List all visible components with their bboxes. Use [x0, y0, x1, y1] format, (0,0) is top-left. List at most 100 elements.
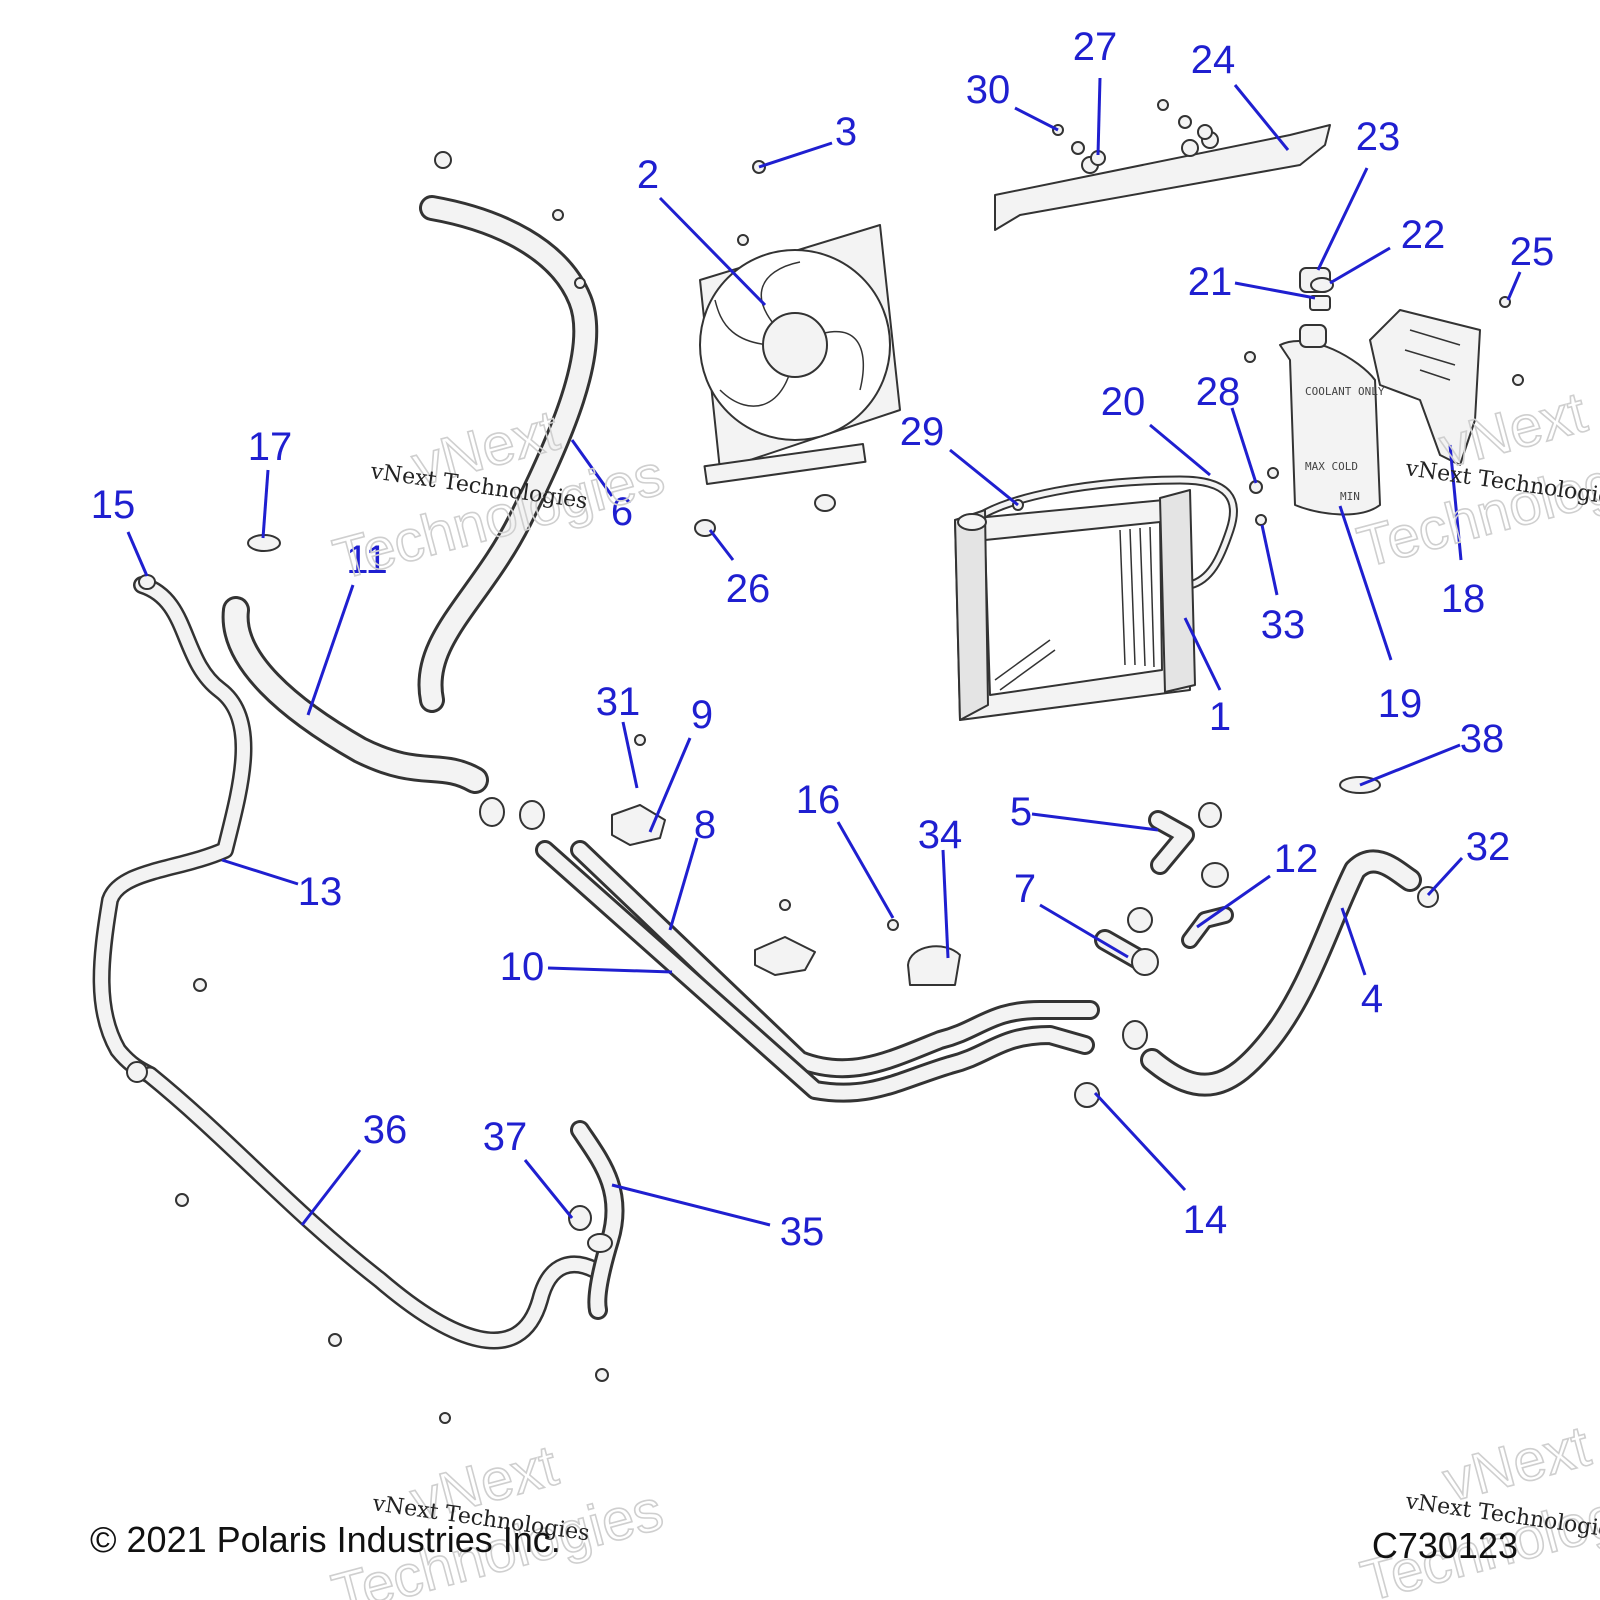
diagram-code: C730123: [1372, 1525, 1518, 1566]
callout-31: 31: [596, 680, 641, 724]
bracket-24: [994, 124, 1331, 231]
fasteners: [175, 99, 1524, 1424]
leader-14: [1093, 1091, 1187, 1192]
leader-26: [708, 529, 735, 561]
screw-f: [1267, 467, 1279, 479]
leader-35: [611, 1183, 771, 1227]
leader-18: [1448, 444, 1463, 561]
callout-32: 32: [1466, 825, 1511, 869]
clamp-15: [138, 574, 156, 590]
leader-37: [523, 1159, 574, 1219]
callout-9: 9: [691, 693, 713, 737]
callout-13: 13: [298, 870, 343, 914]
leader-16: [836, 821, 895, 919]
callout-4: 4: [1361, 977, 1383, 1021]
screw-g: [1512, 374, 1524, 386]
callout-27: 27: [1073, 25, 1118, 69]
callout-24: 24: [1191, 38, 1236, 82]
washer-b: [1178, 115, 1192, 129]
insert-21: [1309, 295, 1331, 311]
clamp-14: [1074, 1082, 1100, 1108]
callout-10: 10: [500, 945, 545, 989]
leader-24: [1233, 84, 1290, 151]
hose-13: [92, 576, 253, 1084]
callout-38: 38: [1460, 717, 1505, 761]
leader-36: [300, 1149, 362, 1226]
tank-label-coolant: COOLANT ONLY: [1305, 385, 1385, 398]
leader-20: [1149, 423, 1211, 477]
screw-33: [1255, 514, 1267, 526]
callout-30: 30: [966, 68, 1011, 112]
tank-label-max: MAX COLD: [1305, 460, 1358, 473]
leader-33: [1260, 524, 1279, 596]
fitting-5: [1148, 810, 1195, 875]
leader-lines: [126, 77, 1522, 1227]
mount-9: [611, 804, 666, 846]
leader-38: [1359, 743, 1461, 787]
clamp-e: [1127, 907, 1153, 933]
leader-32: [1426, 856, 1464, 897]
washer-a: [1071, 141, 1085, 155]
grommet-26: [694, 494, 836, 537]
leader-1: [1183, 617, 1222, 691]
leader-25: [1506, 271, 1522, 301]
fan-shroud-2: [699, 224, 901, 486]
watermark-bottom-right: vNext Technologies: [1354, 1413, 1600, 1600]
pipe-10: [535, 840, 1095, 1103]
callout-7: 7: [1014, 867, 1036, 911]
leader-27: [1096, 77, 1102, 156]
clip-k: [328, 1333, 342, 1347]
leader-23: [1316, 167, 1369, 271]
hose-36: [141, 1066, 604, 1350]
clamp-32: [1417, 886, 1439, 908]
callout-17: 17: [248, 425, 293, 469]
screw-16: [887, 919, 899, 931]
pipe-8: [570, 840, 1100, 1079]
callout-36: 36: [363, 1108, 408, 1152]
clamp-g: [126, 1061, 148, 1083]
clamp-d: [1201, 862, 1229, 888]
screw-d: [1157, 99, 1169, 111]
clip-i: [193, 978, 207, 992]
leader-29: [949, 448, 1019, 507]
callout-23: 23: [1356, 115, 1401, 159]
callout-21: 21: [1188, 260, 1233, 304]
coolant-tank-19: COOLANT ONLY MAX COLD MIN: [1279, 324, 1385, 516]
callout-18: 18: [1441, 577, 1486, 621]
leader-5: [1031, 812, 1159, 832]
tank-label-min: MIN: [1340, 490, 1360, 503]
mount-unlabeled: [754, 936, 816, 976]
callout-12: 12: [1274, 837, 1319, 881]
callout-3: 3: [835, 110, 857, 154]
watermark-bottom: vNext Technologies: [325, 1432, 670, 1600]
leader-22: [1329, 246, 1391, 285]
leader-7: [1039, 903, 1129, 959]
leader-28: [1230, 407, 1258, 484]
clamp-b: [519, 800, 545, 830]
callout-22: 22: [1401, 213, 1446, 257]
grommet-b: [1197, 124, 1213, 140]
leader-8: [668, 837, 699, 931]
callout-20: 20: [1101, 380, 1146, 424]
callout-28: 28: [1196, 370, 1241, 414]
clamp-c: [1198, 802, 1222, 828]
leader-2: [658, 196, 767, 307]
leader-11: [306, 584, 355, 716]
screw-c: [574, 277, 586, 289]
clamp-a: [479, 797, 505, 827]
leader-21: [1234, 281, 1316, 300]
bolt-31: [634, 734, 646, 746]
callout-labels: 1 2 3 4 5 6 7 8 9 10 11 12 13 14 15 16 1…: [91, 25, 1555, 1254]
screw-m: [439, 1412, 451, 1424]
callout-6: 6: [611, 490, 633, 534]
callout-25: 25: [1510, 230, 1555, 274]
callout-16: 16: [796, 778, 841, 822]
clip-n: [434, 151, 452, 169]
leader-17: [261, 469, 270, 539]
leader-30: [1014, 106, 1059, 132]
copyright-notice: © 2021 Polaris Industries Inc.: [90, 1519, 561, 1560]
hose-35: [570, 1120, 625, 1320]
leader-13: [221, 858, 299, 886]
clamp-h: [587, 1233, 613, 1253]
hose-4: [1140, 849, 1422, 1097]
